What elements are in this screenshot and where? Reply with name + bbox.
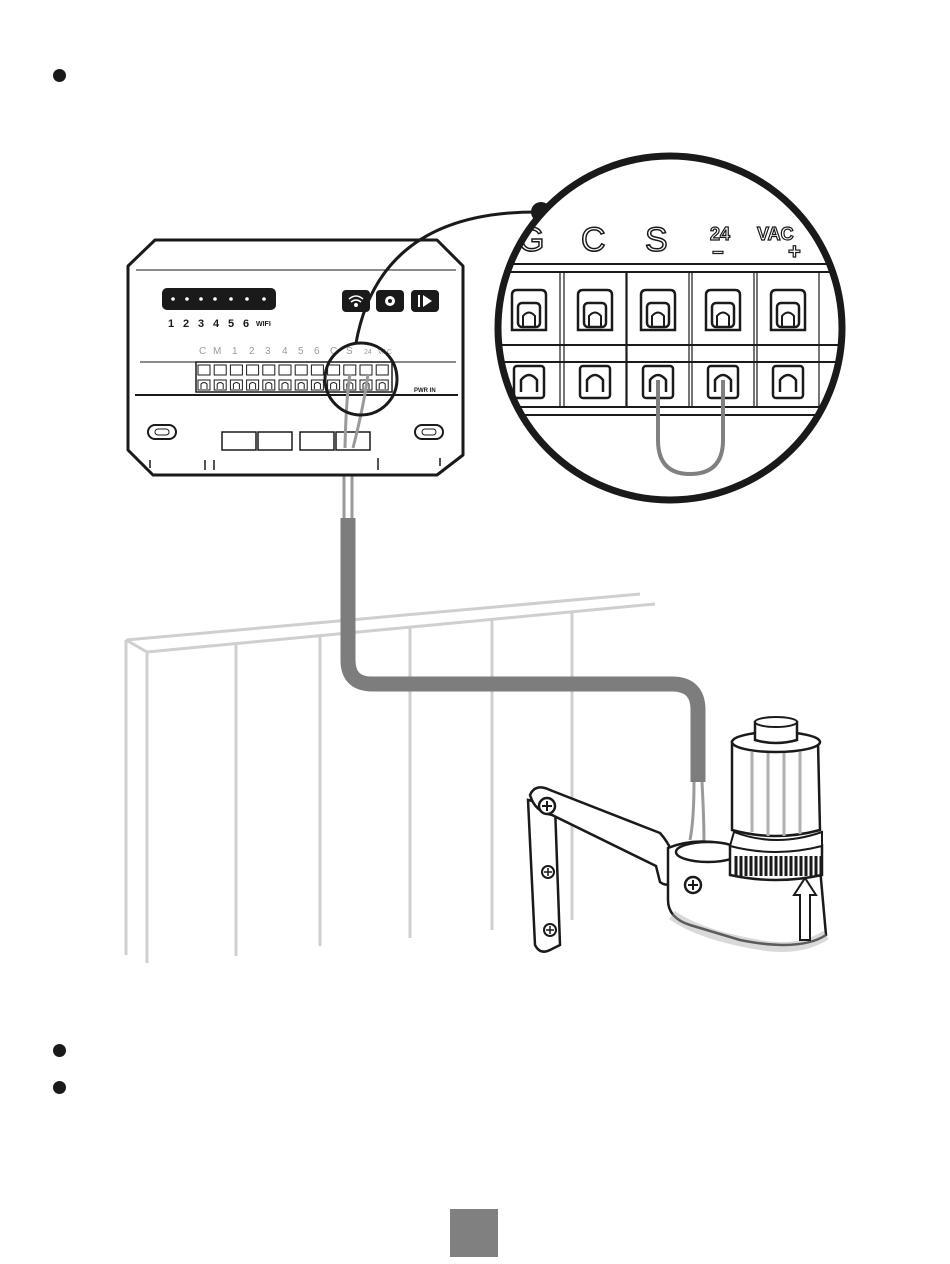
zone-label-2: 2	[183, 318, 189, 330]
zoom-label-s: S	[645, 221, 668, 259]
screw-icon	[544, 924, 556, 936]
terminal-label-3: 3	[265, 346, 271, 357]
controller: 1 2 3 4 5 6 WIFI	[128, 240, 463, 475]
terminal-label-6: 6	[314, 346, 320, 357]
led-bar	[162, 288, 276, 310]
zone-label-1: 1	[168, 318, 174, 330]
terminal-label-m: M	[213, 346, 221, 357]
zone-label-3: 3	[198, 318, 204, 330]
screw-icon	[542, 866, 554, 878]
fence	[126, 594, 655, 963]
terminal-label-2: 2	[249, 346, 255, 357]
screw-icon	[539, 798, 555, 814]
zone-label-4: 4	[213, 318, 220, 330]
wifi-label: WIFI	[256, 321, 271, 328]
terminal-label-24: 24	[364, 349, 372, 356]
terminal-label-s: S	[346, 346, 353, 357]
run-button[interactable]	[411, 290, 439, 312]
zoom-minus: −	[712, 242, 724, 264]
zoom-label-24: 24	[710, 224, 730, 244]
zone-label-6: 6	[243, 318, 249, 330]
pwr-in-label: PWR IN	[414, 388, 436, 394]
terminal-label-c: C	[199, 346, 206, 357]
gear-icon	[385, 296, 395, 306]
screw-icon	[685, 877, 701, 893]
zoom-plus: +	[788, 239, 801, 264]
terminal-label-5: 5	[298, 346, 304, 357]
terminal-label-4: 4	[282, 346, 288, 357]
zone-label-5: 5	[228, 318, 234, 330]
sensor-cable	[344, 448, 704, 842]
terminal-label-1: 1	[232, 346, 238, 357]
zoom-label-c: C	[581, 221, 606, 259]
settings-button[interactable]	[376, 290, 404, 312]
zoom-bubble: G C S 24 − VAC +	[490, 156, 850, 500]
